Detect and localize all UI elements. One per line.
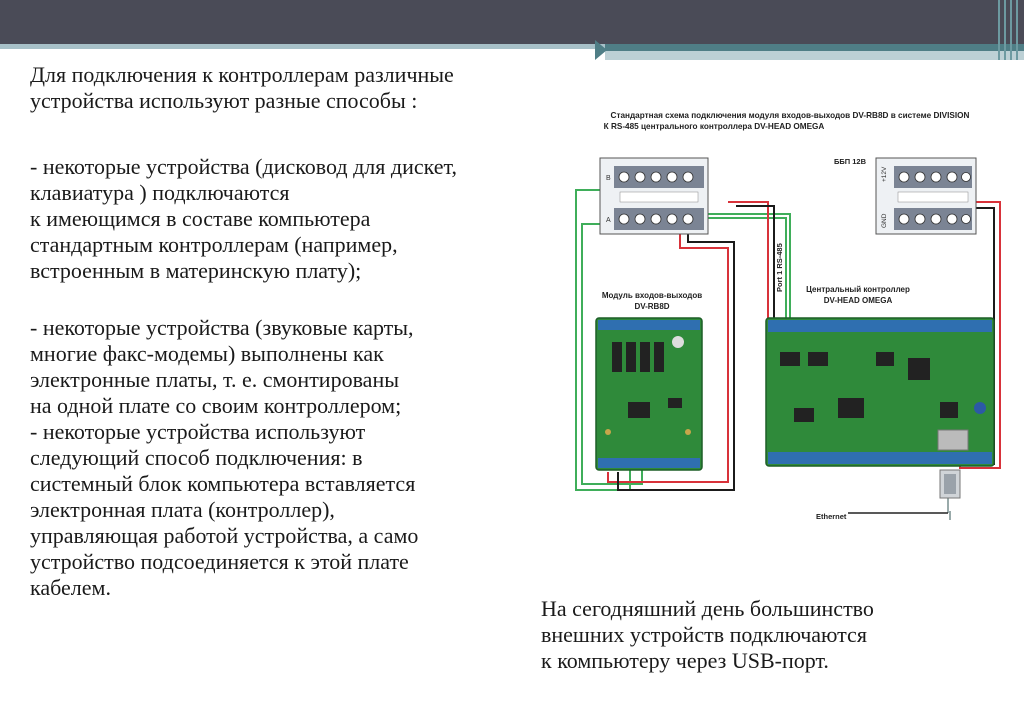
controller-title-line-2: DV-HEAD OMEGA (824, 296, 893, 305)
accent-stripe-right (605, 44, 1024, 51)
accent-stripe-left (0, 44, 605, 49)
ethernet-connector (939, 469, 961, 499)
bullet-1-line: стандартным контроллерам (например, (30, 232, 398, 257)
intro-text: Для подключения к контроллерам различные… (30, 62, 454, 114)
bullet-2-line: устройство подсоединяется к этой плате (30, 549, 409, 574)
module-title-line-1: Модуль входов-выходов (602, 291, 702, 300)
terminal-block-module: B A (599, 157, 709, 235)
intro-line: Для подключения к контроллерам различные (30, 62, 454, 87)
bullet-2-line: системный блок компьютера вставляется (30, 471, 416, 496)
wire-red-module (607, 232, 729, 483)
wire-green-a (581, 223, 643, 485)
bullet-1-line: встроенным в материнскую плату); (30, 258, 362, 283)
terminal-a-label: A (606, 217, 611, 224)
terminal-b-label: B (606, 175, 611, 182)
wiring-diagram: Стандартная схема подключения модуля вхо… (575, 111, 1001, 521)
usb-note-line: На сегодняшний день большинство (541, 596, 874, 621)
bullet-2-line: электронная плата (контроллер), (30, 497, 335, 522)
wire-black-port (736, 205, 775, 322)
terminal-gnd-label: GND (881, 213, 888, 228)
bullet-2-line: электронные платы, т. е. смонтированы (30, 367, 399, 392)
ethernet-port (937, 429, 969, 451)
bullet-1-line: клавиатура ) подключаются (30, 180, 290, 205)
bullet-2-line: - некоторые устройства (звуковые карты, (30, 315, 414, 340)
usb-note-line: внешних устройств подключаются (541, 622, 867, 647)
terminal-12v-label: +12V (881, 166, 888, 182)
ethernet-label: Ethernet (816, 512, 847, 521)
title-bar (0, 0, 1024, 44)
usb-note-text: На сегодняшний день большинство внешних … (541, 596, 874, 674)
terminal-block-controller: +12V GND (875, 157, 977, 235)
bullet-2-line: управляющая работой устройства, а само (30, 523, 419, 548)
diagram-title-line-2: К RS-485 центрального контроллера DV-HEA… (604, 122, 825, 131)
power-supply-label: ББП 12В (834, 157, 867, 166)
wire-red-port (728, 201, 769, 322)
bullet-1-line: к имеющимся в составе компьютера (30, 206, 371, 231)
accent-stripe-right-light (605, 51, 1024, 60)
controller-title-line-1: Центральный контроллер (806, 285, 910, 294)
bullet-1-line: - некоторые устройства (дисковод для дис… (30, 154, 457, 179)
port-label: Port 1 RS-485 (775, 243, 784, 292)
bullet-1-text: - некоторые устройства (дисковод для дис… (30, 154, 457, 284)
corner-decoration (994, 0, 1024, 60)
module-title-line-2: DV-RB8D (634, 302, 669, 311)
diagram-title-line-1: Стандартная схема подключения модуля вхо… (611, 111, 970, 120)
wire-ethernet (947, 498, 951, 520)
bullet-2-line: - некоторые устройства используют (30, 419, 366, 444)
controller-board-dv-head-omega (765, 317, 995, 467)
usb-note-line: к компьютеру через USB-порт. (541, 648, 829, 673)
module-board-dv-rb8d (595, 317, 703, 471)
bullet-2-line: следующий способ подключения: в (30, 445, 363, 470)
intro-line: устройства используют разные способы : (30, 88, 418, 113)
wire-black-module (617, 232, 735, 491)
accent-arrow (595, 40, 607, 60)
capacitor (974, 402, 986, 414)
bullet-2-line: кабелем. (30, 575, 111, 600)
bullet-2-line: на одной плате со своим контроллером; (30, 393, 402, 418)
bullet-2-text: - некоторые устройства (звуковые карты, … (30, 315, 418, 601)
bullet-2-line: многие факс-модемы) выполнены как (30, 341, 384, 366)
